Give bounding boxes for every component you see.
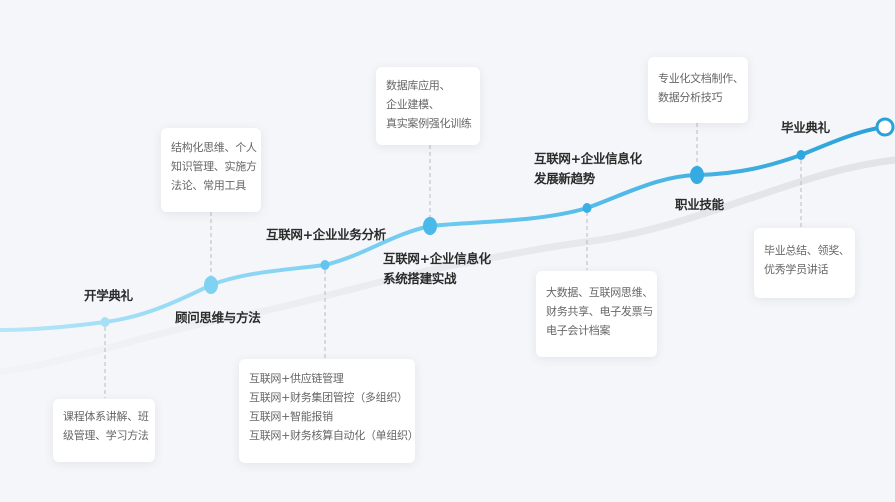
- milestone-dot[interactable]: [582, 203, 592, 213]
- milestone-title-graduation: 毕业典礼: [781, 120, 830, 135]
- card-line: 真实案例强化训练: [386, 117, 472, 130]
- card-line: 数据库应用、: [386, 79, 451, 92]
- card-line: 知识管理、实施方: [171, 160, 257, 173]
- milestone-title-new-trends: 互联网+企业信息化 发展新趋势: [534, 149, 642, 189]
- card-line: 数据分析技巧: [658, 91, 723, 104]
- milestone-card-career-skills: 专业化文档制作、 数据分析技巧: [648, 57, 748, 123]
- milestone-card-opening: 课程体系讲解、班 级管理、学习方法: [53, 399, 155, 462]
- card-line: 法论、常用工具: [171, 179, 246, 192]
- milestone-title-opening: 开学典礼: [84, 288, 133, 303]
- milestone-card-system-practice: 数据库应用、 企业建模、 真实案例强化训练: [376, 67, 480, 145]
- card-line: 财务共享、电子发票与: [546, 305, 653, 318]
- milestone-dot[interactable]: [320, 260, 330, 270]
- timeline-shadow-path: [0, 156, 895, 376]
- card-line: 互联网+财务核算自动化（单组织）: [249, 429, 419, 442]
- milestone-dot[interactable]: [100, 317, 110, 327]
- milestone-title-career-skills: 职业技能: [675, 197, 724, 212]
- card-line: 优秀学员讲话: [764, 263, 829, 276]
- card-line: 结构化思维、个人: [171, 141, 257, 154]
- milestone-title-business-analysis: 互联网+企业业务分析: [266, 227, 386, 242]
- card-line: 电子会计档案: [546, 324, 611, 337]
- card-line: 大数据、互联网思维、: [546, 286, 653, 299]
- end-ring-icon: [875, 117, 895, 137]
- milestone-card-graduation: 毕业总结、领奖、 优秀学员讲话: [754, 228, 855, 298]
- card-line: 互联网+供应链管理: [249, 372, 344, 385]
- milestone-dot[interactable]: [796, 150, 806, 160]
- card-line: 互联网+财务集团管控（多组织）: [249, 391, 408, 404]
- milestone-title-system-practice: 互联网+企业信息化 系统搭建实战: [383, 249, 491, 289]
- title-line: 系统搭建实战: [383, 271, 457, 286]
- milestone-card-business-analysis: 互联网+供应链管理 互联网+财务集团管控（多组织） 互联网+智能报销 互联网+财…: [239, 359, 419, 463]
- milestone-title-consulting: 顾问思维与方法: [175, 310, 261, 325]
- milestone-dot[interactable]: [690, 166, 704, 184]
- milestone-card-consulting: 结构化思维、个人 知识管理、实施方 法论、常用工具: [161, 128, 261, 212]
- title-line: 互联网+企业信息化: [534, 151, 642, 166]
- card-line: 毕业总结、领奖、: [764, 244, 850, 257]
- card-line: 课程体系讲解、班: [63, 410, 149, 423]
- card-line: 互联网+智能报销: [249, 410, 333, 423]
- milestone-card-new-trends: 大数据、互联网思维、 财务共享、电子发票与 电子会计档案: [536, 271, 657, 357]
- milestone-dot[interactable]: [204, 276, 218, 294]
- card-line: 企业建模、: [386, 98, 440, 111]
- title-line: 发展新趋势: [534, 171, 596, 186]
- connector-lines: [104, 123, 802, 398]
- milestone-dot[interactable]: [423, 217, 437, 235]
- card-line: 专业化文档制作、: [658, 72, 744, 85]
- title-line: 互联网+企业信息化: [383, 251, 491, 266]
- card-line: 级管理、学习方法: [63, 429, 149, 442]
